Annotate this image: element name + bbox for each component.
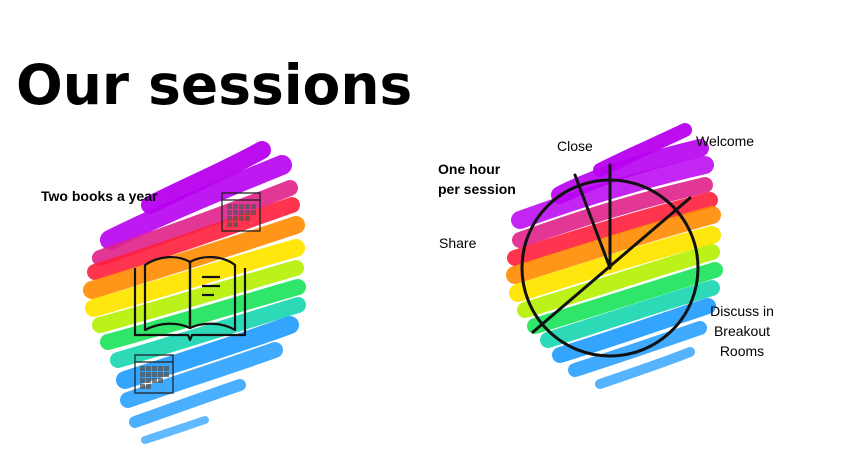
right-rainbow-strokes bbox=[506, 123, 723, 389]
segment-label-discuss-line2: Breakout bbox=[713, 323, 771, 339]
segment-label-discuss-line3: Rooms bbox=[719, 343, 765, 359]
segment-label-welcome: Welcome bbox=[696, 133, 755, 149]
slide-title: Our sessions bbox=[16, 53, 413, 117]
segment-label-share: Share bbox=[439, 235, 477, 251]
one-hour-heading-line2: per session bbox=[438, 181, 516, 197]
open-book-icon bbox=[133, 256, 247, 342]
calendar-icon bbox=[134, 354, 174, 394]
one-hour-heading-line1: One hour bbox=[438, 161, 501, 177]
two-books-label: Two books a year bbox=[41, 188, 158, 204]
calendar-icon bbox=[221, 192, 261, 232]
segment-label-discuss-line1: Discuss in bbox=[710, 303, 774, 319]
segment-label-close: Close bbox=[557, 138, 593, 154]
pie-chart-icon bbox=[520, 163, 700, 358]
